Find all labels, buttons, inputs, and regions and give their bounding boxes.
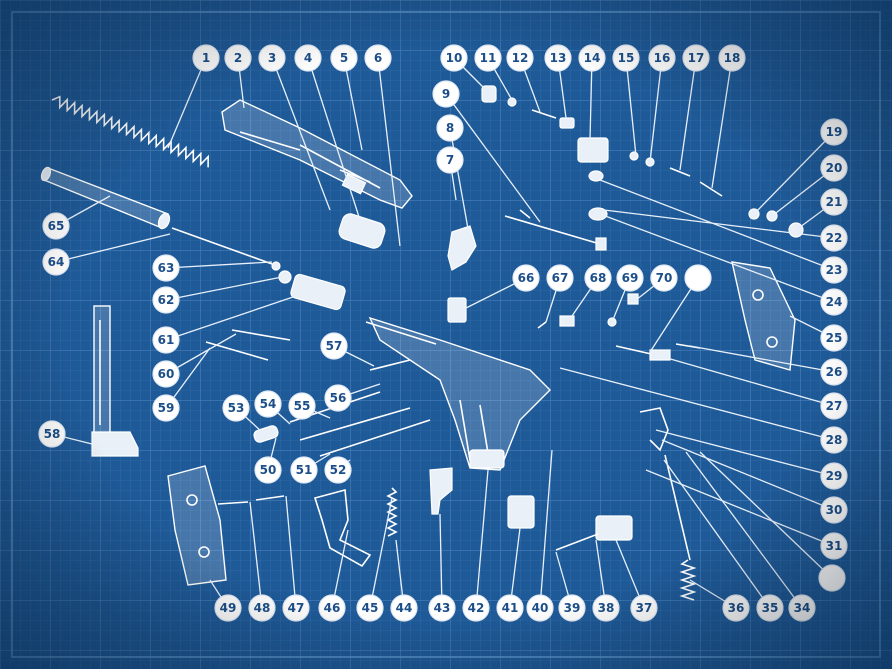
exploded-parts-diagram: 1234567891011121314151617181920212223242… [0, 0, 892, 669]
vignette-overlay [0, 0, 892, 669]
blueprint-diagram: 1234567891011121314151617181920212223242… [0, 0, 892, 669]
